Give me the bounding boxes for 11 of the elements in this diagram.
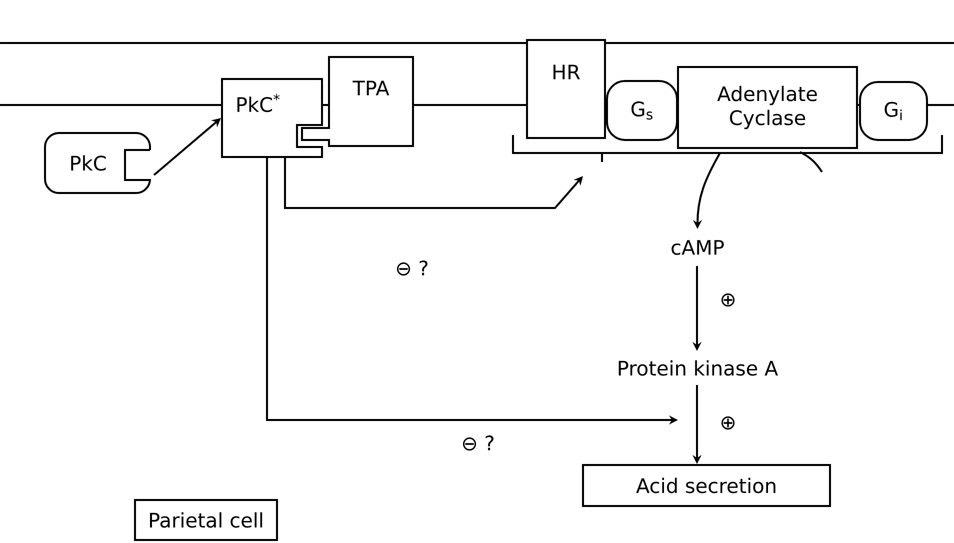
edge-label: ⊕ [718,415,738,431]
edge-label: ⊖ ? [460,434,496,452]
edge-label: ⊖ ? [394,259,430,277]
molecule-label: cAMP [672,240,724,255]
process-box: HR [526,39,606,139]
process-box: Acid secretion [582,464,831,507]
molecule-label: Protein kinase A [618,360,778,376]
process-box: Parietal cell [134,499,278,541]
edge-label: ⊕ [718,292,738,308]
process-box: Adenylate Cyclase [677,66,858,149]
arrow [284,158,583,209]
